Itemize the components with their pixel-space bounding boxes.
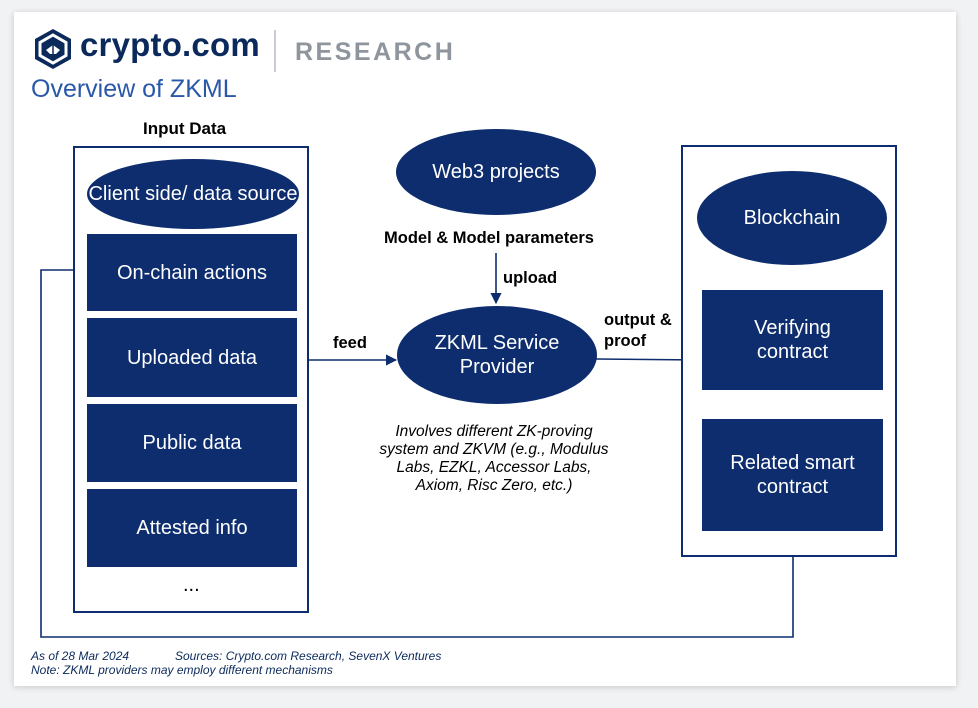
input-data-heading: Input Data [143,119,227,138]
footer-note: Note: ZKML providers may employ differen… [31,663,333,677]
page-title: Overview of ZKML [31,75,237,103]
input-item-uploaded-data: Uploaded data [87,318,297,397]
upload-label: upload [503,269,558,287]
input-item-onchain-actions: On-chain actions [87,234,297,311]
zkml-provider-ellipse: ZKML Service Provider [397,306,597,404]
client-source-ellipse: Client side/ data source [87,159,299,229]
feedback-loop-arrow [40,264,794,638]
web3-projects-ellipse: Web3 projects [396,129,596,215]
header-divider [274,30,276,72]
more-inputs-ellipsis: ... [183,574,200,596]
footer-sources: Sources: Crypto.com Research, SevenX Ven… [175,649,442,663]
model-parameters-label: Model & Model parameters [384,229,594,247]
verifying-contract-box: Verifying contract [702,290,883,390]
related-smart-contract-box: Related smart contract [702,419,883,531]
output-proof-label: output & proof [604,311,672,350]
provider-note: Involves different ZK-proving system and… [379,423,609,494]
blockchain-ellipse: Blockchain [697,171,887,265]
feed-label: feed [333,334,367,352]
input-item-public-data: Public data [87,404,297,482]
input-item-attested-info: Attested info [87,489,297,567]
brand-name: crypto.com [80,26,260,63]
footer-date: As of 28 Mar 2024 [31,649,130,663]
section-label: RESEARCH [295,38,456,66]
crypto-com-logo-icon [35,29,71,69]
